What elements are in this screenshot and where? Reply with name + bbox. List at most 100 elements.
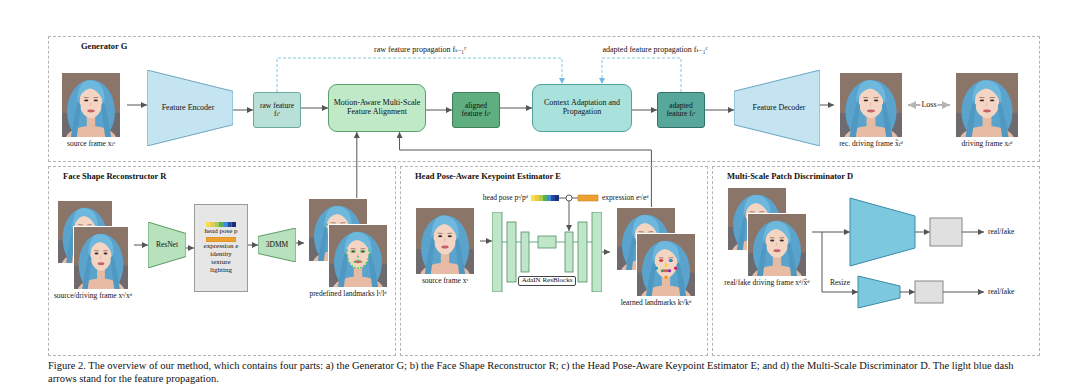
input-wire (559, 198, 566, 199)
node-label: driving frame xₜᵈ (950, 140, 1024, 148)
trapezoid-shape (258, 228, 296, 262)
encoder-trapezoid: Feature Encoder (147, 70, 233, 146)
face-illustration (616, 207, 696, 297)
output-wire (962, 232, 984, 233)
face-photo (328, 224, 388, 288)
eye (770, 240, 774, 242)
node-label: source frame xˢ (410, 277, 480, 285)
patch-output-box (930, 218, 962, 246)
node-label: AdaIN ResBlocks (518, 276, 577, 286)
flow-arrow (134, 245, 148, 246)
node-label: Feature Encoder (162, 104, 215, 113)
face-illustration (61, 72, 121, 138)
nose (986, 102, 988, 106)
landmark-dot (357, 267, 359, 269)
flow-arrow (296, 243, 304, 244)
node-label: real/fake driving frame xᵈ/x̂ᵈ (722, 279, 812, 287)
brow (659, 257, 664, 258)
figure-caption: Figure 2. The overview of our method, wh… (48, 360, 1040, 385)
discriminator-panel: Multi-Scale Patch Discriminator Dreal/fa… (712, 166, 1040, 356)
landmark-dot (363, 265, 365, 267)
caption-block: Figure 2. The overview of our method, wh… (48, 360, 1040, 385)
landmark-dot (357, 260, 359, 262)
keypoint-panel: Head Pose-Aware Keypoint Estimator Esour… (400, 166, 708, 356)
eye (659, 260, 663, 262)
photo-border (74, 227, 129, 290)
code-cell (210, 222, 214, 227)
node-label: 3DMM (266, 241, 289, 249)
flow-arrow (500, 108, 532, 109)
hair-strand (787, 242, 797, 277)
lips (87, 109, 94, 112)
pose-code-cell (555, 195, 559, 201)
unet-layer (492, 212, 502, 292)
node-label: Motion-Aware Multi-Scale Feature Alignme… (332, 99, 422, 117)
hair-strand (338, 253, 348, 288)
node-label: predefined landmarks lˢ/lᵈ (304, 290, 392, 298)
hair-fringe (856, 80, 885, 105)
hair-fringe (972, 80, 1001, 105)
lips (773, 249, 780, 252)
discriminator-trapezoid (850, 198, 915, 266)
parameter-box: head pose pexpression eidentitytextureli… (194, 204, 248, 292)
expression-code-bar (206, 237, 236, 242)
hair-fringe (344, 232, 371, 257)
brow (779, 237, 784, 238)
code-cell (215, 222, 219, 227)
node-label: expression e (204, 243, 239, 251)
brow (84, 97, 89, 98)
process-box: Motion-Aware Multi-Scale Feature Alignme… (328, 84, 426, 132)
lips (354, 260, 361, 263)
decoder-trapezoid: Feature Decoder (734, 70, 820, 146)
unet-layer (507, 222, 516, 282)
reconstructor-panel: Face Shape Reconstructor Rsource/driving… (48, 166, 396, 356)
node-label: learned landmarks kˢ/kᵈ (610, 299, 702, 307)
face-photo (747, 213, 807, 277)
concat-symbol (566, 195, 572, 201)
hair-strand (626, 236, 636, 271)
hair-strand (368, 253, 378, 288)
process-box: Context Adaptation and Propagation (532, 84, 632, 132)
operation-label: Resize (830, 279, 850, 287)
landmark-dot (351, 251, 353, 253)
trapezoid-shape (147, 70, 233, 146)
brow (87, 224, 91, 225)
output-wire (900, 292, 915, 293)
photo-border (637, 234, 696, 297)
resnet-trapezoid: ResNet (148, 222, 186, 268)
face-photo (415, 207, 475, 275)
hair-fringe (763, 221, 790, 246)
hair-strand (425, 238, 435, 275)
landmark-dot (364, 251, 366, 253)
brow (360, 248, 365, 249)
flow-arrow (186, 248, 194, 249)
eye (438, 235, 442, 237)
brow (770, 237, 775, 238)
landmark-image: learned landmarks kˢ/kᵈ (610, 207, 702, 307)
lips (867, 109, 875, 112)
input-frames-image: source/driving frame xˢ/xᵈ (52, 200, 134, 300)
face-illustration (839, 72, 903, 138)
photo-border (329, 225, 388, 288)
unet-link (516, 242, 521, 243)
pose-code-cell (539, 195, 543, 201)
nose (90, 102, 92, 106)
brow (78, 224, 82, 225)
pose-code-cell (535, 195, 539, 201)
landmark-dot (674, 267, 677, 270)
eye (104, 253, 108, 255)
source-frame-image: source frame xˢ (410, 207, 480, 285)
brow (668, 257, 673, 258)
nose (357, 253, 359, 257)
node-label: texture (211, 259, 230, 267)
brow (447, 233, 452, 234)
brow (94, 250, 98, 251)
pose-code-cell (531, 195, 535, 201)
flow-arrow (127, 105, 147, 106)
unet-link (587, 242, 592, 243)
trapezoid-shape (148, 222, 186, 268)
face-photo (636, 233, 696, 297)
hair-strand (882, 102, 893, 138)
